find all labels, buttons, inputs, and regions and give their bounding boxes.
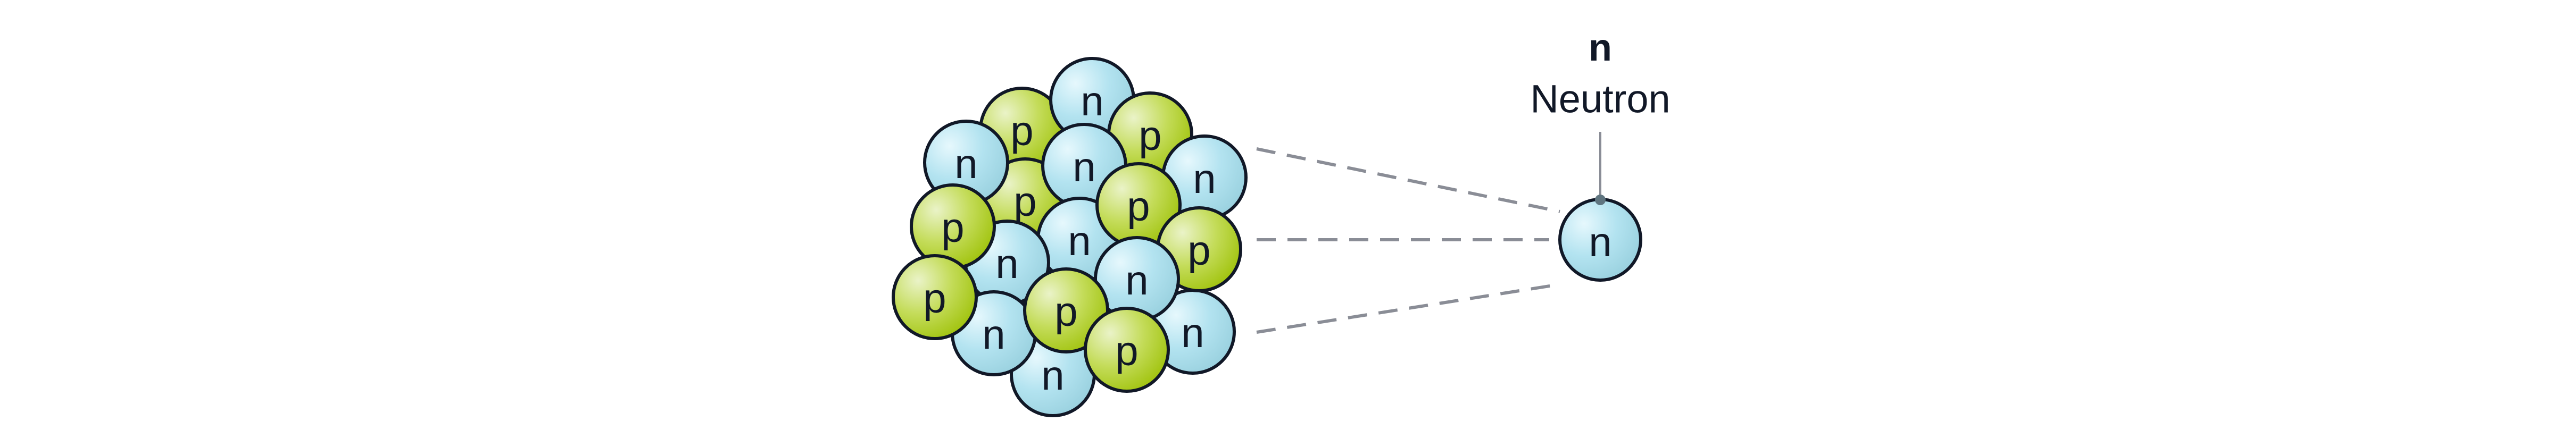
proton-symbol: p (1010, 107, 1033, 154)
proton-circle (1084, 307, 1170, 393)
proton-symbol: p (941, 204, 964, 251)
nucleus-neutron: n (923, 120, 1009, 206)
nucleus-proton: p (910, 183, 996, 269)
neutron-symbol: n (1125, 257, 1148, 304)
neutron-symbol: n (1041, 352, 1064, 399)
neutron-symbol: n (1068, 217, 1091, 264)
proton-symbol: p (1139, 112, 1161, 159)
proton-circle (1023, 267, 1109, 353)
neutron-symbol: n (982, 311, 1005, 358)
nucleus-proton: p (1023, 267, 1109, 353)
nucleus-proton: p (1095, 162, 1182, 248)
nucleus-proton: p (892, 254, 978, 340)
proton-symbol: p (1127, 183, 1150, 230)
projection-guides (1256, 147, 1560, 334)
proton-symbol: p (1054, 288, 1077, 335)
neutron-symbol-label: n (1589, 27, 1612, 69)
guide-line-bottom (1256, 283, 1560, 334)
neutron-symbol: n (1181, 309, 1204, 356)
neutron-symbol: n (954, 140, 977, 187)
nucleus-proton: p (1084, 307, 1170, 393)
neutron-name-label: Neutron (1530, 77, 1670, 121)
leader-dot (1595, 195, 1606, 205)
single-neutron: n n Neutron (1530, 27, 1671, 282)
neutron-symbol: n (1193, 155, 1216, 202)
proton-circle (892, 254, 978, 340)
neutron-symbol: n (1081, 78, 1103, 124)
nucleus-neutron: n (1010, 331, 1096, 417)
proton-symbol: p (1187, 227, 1210, 274)
guide-line-top (1256, 147, 1560, 213)
proton-symbol: p (923, 275, 946, 322)
neutron-symbol: n (995, 240, 1018, 287)
neutron-particle-symbol: n (1589, 218, 1611, 265)
neutron-symbol: n (1073, 144, 1095, 190)
proton-symbol: p (1013, 178, 1036, 225)
nucleus-neutron: n (1150, 289, 1236, 375)
proton-symbol: p (1115, 327, 1138, 374)
